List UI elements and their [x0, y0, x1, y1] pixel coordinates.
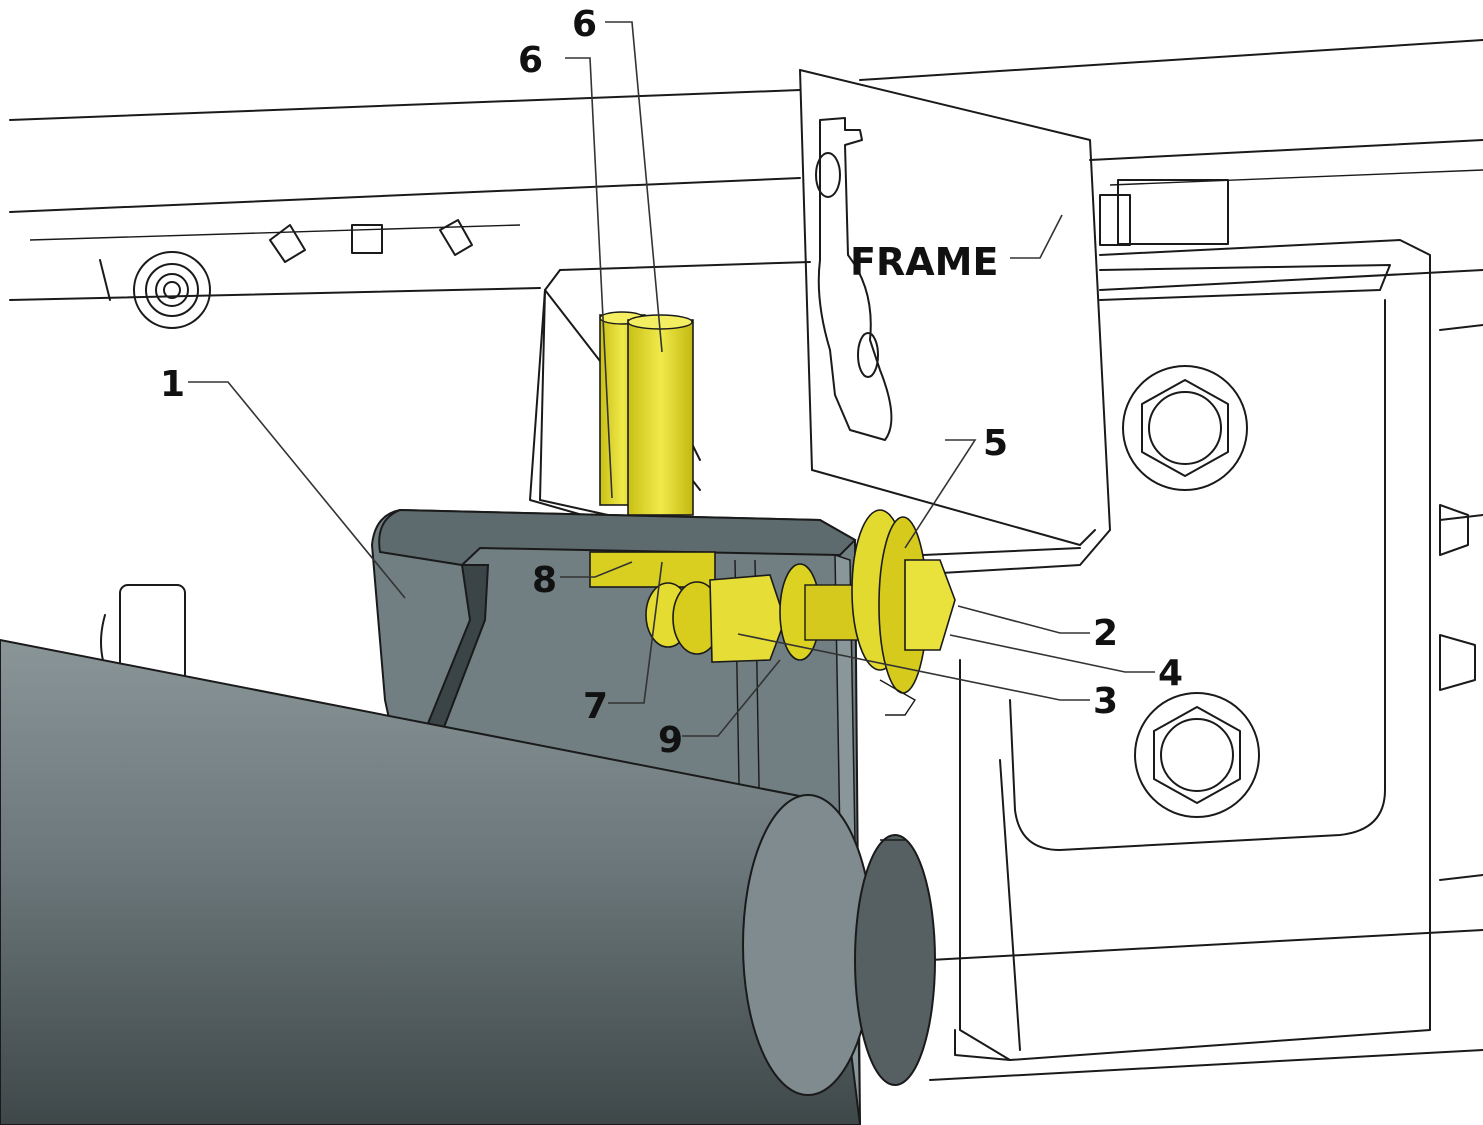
- right-mount-plate: [954, 239, 1483, 1061]
- callout-6-left: 6: [518, 40, 543, 81]
- rail-studs: [269, 179, 1229, 263]
- callout-8: 8: [532, 560, 557, 601]
- yellow-pins: [599, 311, 694, 516]
- gray-tube: [0, 638, 936, 1125]
- rail-bolt: [133, 251, 211, 329]
- leader-lines: [188, 21, 1155, 737]
- callout-7: 7: [583, 686, 608, 727]
- hex-nut-edge: [1439, 504, 1476, 691]
- callout-5: 5: [983, 423, 1008, 464]
- callout-4: 4: [1158, 653, 1183, 694]
- hex-bolt-lower: [1134, 692, 1260, 818]
- frame-rail: [9, 39, 1483, 1106]
- callout-2: 2: [1093, 613, 1118, 654]
- callout-6-right: 6: [572, 4, 597, 45]
- callout-3: 3: [1093, 681, 1118, 722]
- hex-bolt-upper: [1122, 365, 1248, 491]
- frame-label: FRAME: [850, 240, 998, 284]
- callout-1: 1: [160, 364, 185, 405]
- callout-9: 9: [658, 720, 683, 761]
